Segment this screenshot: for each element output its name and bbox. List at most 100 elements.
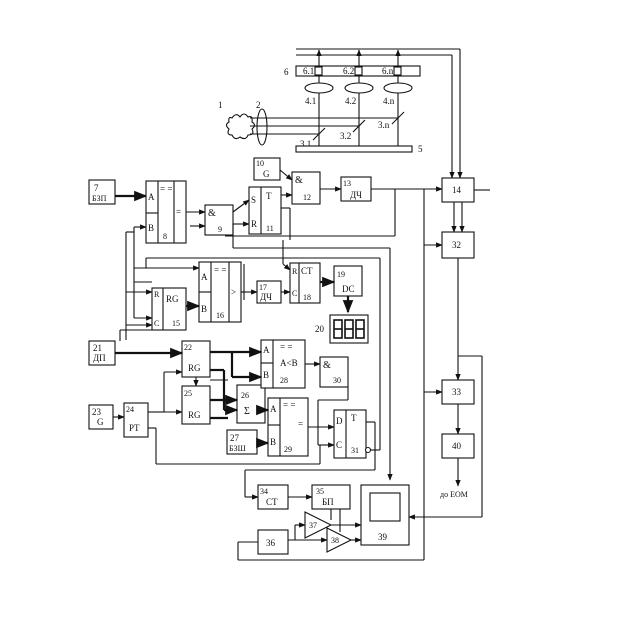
block-13: 13 ДЧ (340, 176, 372, 202)
svg-text:= =: = = (214, 265, 226, 275)
svg-text:14: 14 (452, 185, 462, 195)
lens-2 (256, 108, 268, 146)
svg-text:35: 35 (316, 487, 324, 496)
lens-4-n (383, 82, 413, 94)
svg-text:4.2: 4.2 (345, 96, 356, 106)
svg-text:40: 40 (452, 441, 462, 451)
svg-text:2: 2 (256, 100, 261, 110)
block-26: 26 Σ (236, 384, 266, 424)
block-23: 23 G (88, 404, 114, 430)
svg-text:31: 31 (351, 446, 359, 455)
svg-text:21: 21 (93, 343, 102, 353)
base-plate (295, 145, 413, 153)
svg-text:= =: = = (280, 342, 292, 352)
svg-text:A: A (270, 404, 277, 414)
svg-text:ДЧ: ДЧ (350, 190, 362, 200)
svg-text:8: 8 (163, 232, 167, 241)
svg-text:19: 19 (337, 270, 345, 279)
svg-text:32: 32 (452, 240, 461, 250)
svg-text:22: 22 (184, 343, 192, 352)
block-31: D T C 31 (333, 409, 372, 459)
block-7: 7 БЗП (88, 179, 116, 205)
block-30: & 30 (319, 356, 349, 388)
lens-4-1 (304, 82, 334, 94)
block-29: = = A B = 29 (267, 397, 309, 457)
block-36: 36 (257, 529, 289, 555)
svg-text:36: 36 (266, 538, 276, 548)
block-34: 34 CT (257, 484, 289, 510)
block-18: R CT C 18 (289, 262, 321, 304)
svg-text:20: 20 (315, 324, 325, 334)
block-25: 25 RG (181, 385, 211, 425)
block-17: 17 ДЧ (256, 280, 282, 304)
block-33: 33 (441, 379, 475, 405)
svg-text:RG: RG (188, 363, 201, 373)
svg-text:16: 16 (216, 311, 224, 320)
svg-text:CT: CT (266, 497, 278, 507)
block-20-display: 20 (315, 314, 369, 344)
lens-4-2 (344, 82, 374, 94)
block-40: 40 (441, 433, 475, 459)
svg-text:A: A (201, 272, 208, 282)
svg-text:Σ: Σ (244, 406, 250, 417)
svg-text:R: R (251, 219, 257, 229)
svg-text:&: & (208, 208, 216, 219)
block-21: 21 ДП (88, 340, 116, 366)
svg-text:БЗП: БЗП (92, 194, 107, 203)
svg-text:=: = (298, 419, 303, 429)
svg-text:17: 17 (259, 283, 267, 292)
svg-text:БЗШ: БЗШ (229, 444, 246, 453)
svg-text:4.1: 4.1 (305, 96, 316, 106)
svg-text:R: R (292, 267, 298, 276)
block-9: & 9 (204, 204, 234, 236)
svg-text:38: 38 (331, 536, 339, 545)
block-16: = = A B > 16 (198, 261, 242, 323)
svg-text:27: 27 (230, 433, 240, 443)
optical-assembly: 6 6.1 6.2 6.n 4.1 4.2 4.n 1 2 3.1 3.2 3.… (218, 48, 463, 179)
block-28: = = A B A<B 28 (260, 339, 306, 389)
svg-text:= =: = = (160, 184, 172, 194)
block-39: 39 (360, 484, 410, 546)
svg-text:G: G (263, 169, 270, 179)
svg-text:БП: БП (322, 497, 334, 507)
svg-text:25: 25 (184, 389, 192, 398)
svg-text:RG: RG (188, 410, 201, 420)
svg-text:7: 7 (94, 183, 99, 193)
block-12: & 12 (291, 171, 321, 205)
wiring (119, 189, 490, 561)
svg-text:11: 11 (266, 224, 274, 233)
light-source (225, 113, 256, 140)
label-6: 6 (284, 67, 289, 77)
svg-text:A: A (263, 345, 270, 355)
svg-text:S: S (251, 195, 256, 205)
svg-text:R: R (154, 290, 160, 299)
svg-text:G: G (97, 417, 104, 427)
svg-text:T: T (351, 413, 357, 423)
svg-text:26: 26 (241, 391, 249, 400)
svg-text:5: 5 (418, 144, 423, 154)
svg-text:>: > (231, 287, 236, 297)
svg-text:CT: CT (301, 266, 313, 276)
block-14: 14 (441, 177, 475, 203)
svg-text:T: T (266, 191, 272, 201)
svg-text:4.n: 4.n (383, 96, 395, 106)
svg-text:C: C (292, 289, 297, 298)
svg-text:18: 18 (303, 293, 311, 302)
svg-text:B: B (148, 223, 154, 233)
block-22: 22 RG (181, 340, 211, 378)
svg-text:PT: PT (129, 423, 140, 433)
svg-text:3.1: 3.1 (300, 139, 311, 149)
svg-text:=: = (176, 207, 181, 217)
output-label: до ЕОМ (440, 490, 468, 499)
svg-text:A: A (148, 192, 155, 202)
svg-text:D: D (336, 416, 343, 426)
svg-text:10: 10 (256, 159, 264, 168)
svg-text:DC: DC (342, 284, 355, 294)
svg-text:A<B: A<B (280, 358, 298, 368)
svg-text:24: 24 (126, 405, 134, 414)
svg-text:RG: RG (166, 294, 179, 304)
svg-text:3.2: 3.2 (340, 131, 351, 141)
svg-text:23: 23 (92, 407, 102, 417)
block-19: 19 DC (333, 265, 363, 297)
